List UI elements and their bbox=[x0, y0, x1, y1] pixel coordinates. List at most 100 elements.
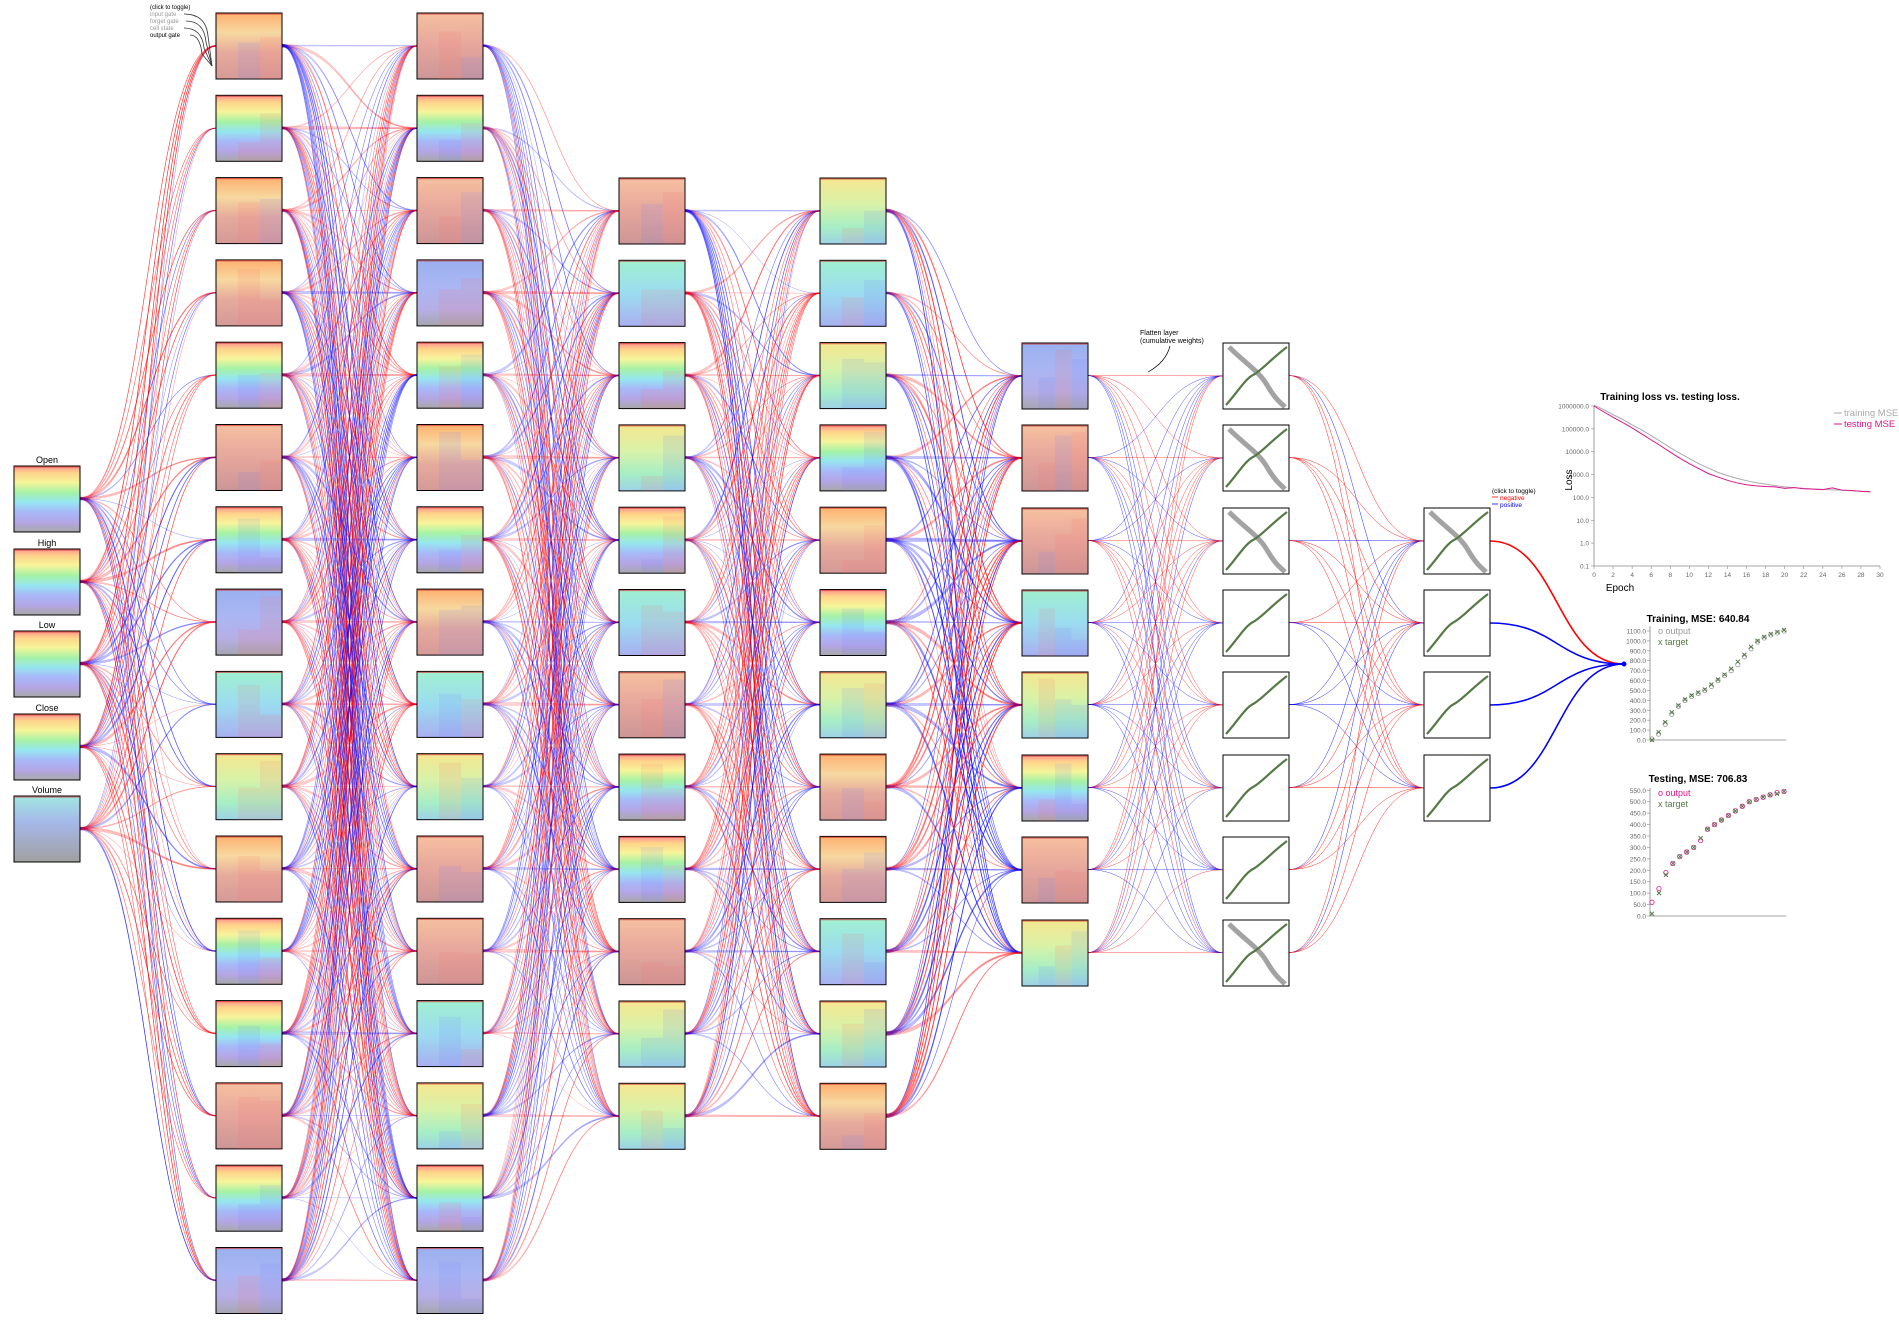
node-heatmap bbox=[215, 259, 283, 327]
weight-edge bbox=[482, 1116, 620, 1200]
weight-edge bbox=[482, 210, 620, 788]
weight-edge bbox=[482, 44, 620, 376]
weight-edge bbox=[684, 293, 821, 1035]
weight-edge bbox=[281, 950, 418, 1199]
weight-edge bbox=[684, 540, 821, 871]
weight-edge bbox=[684, 785, 821, 1117]
gate-column bbox=[439, 762, 461, 820]
weight-edge bbox=[79, 828, 217, 870]
weight-edge bbox=[482, 704, 620, 1199]
weight-edge bbox=[482, 456, 620, 1117]
weight-legend-negative[interactable]: negative bbox=[1500, 495, 1525, 502]
weight-edge bbox=[885, 703, 1023, 1032]
gate-column bbox=[260, 113, 282, 162]
weight-edge bbox=[79, 46, 217, 584]
weight-edge bbox=[885, 457, 1023, 787]
weight-edge bbox=[281, 292, 418, 1280]
weight-edge bbox=[684, 375, 821, 1117]
node-heatmap bbox=[13, 465, 81, 533]
weight-edge bbox=[281, 45, 418, 1117]
weight-edge bbox=[684, 210, 821, 293]
weight-edge bbox=[885, 455, 1023, 953]
weight-edge bbox=[79, 580, 217, 1281]
weight-edge bbox=[684, 456, 821, 1115]
weight-edge bbox=[281, 291, 418, 621]
weight-legend-positive[interactable]: positive bbox=[1500, 502, 1522, 509]
lstm-node bbox=[819, 918, 887, 986]
weight-edge bbox=[885, 375, 1023, 706]
weight-edge bbox=[684, 291, 821, 787]
weight-edge bbox=[281, 45, 418, 705]
gate-column bbox=[663, 1009, 685, 1067]
gate-legend-forget-gate[interactable]: forget gate bbox=[150, 19, 179, 25]
gate-legend-input-gate[interactable]: input gate bbox=[150, 12, 177, 18]
gate-legend-toggle-hint[interactable]: (click to toggle) bbox=[150, 5, 190, 11]
weight-edge bbox=[684, 621, 821, 870]
weight-edge bbox=[281, 127, 418, 1198]
weight-edge bbox=[885, 375, 1023, 541]
target-point bbox=[1753, 797, 1759, 802]
weight-edge bbox=[684, 293, 821, 706]
weight-edge bbox=[281, 703, 418, 1034]
weight-edge bbox=[482, 374, 620, 704]
weight-edge bbox=[885, 787, 1023, 870]
weight-edge bbox=[684, 539, 821, 952]
lstm-gate-legend[interactable]: (click to toggle) input gate forget gate… bbox=[150, 5, 213, 67]
lstm-node bbox=[618, 918, 686, 986]
weight-edge bbox=[684, 951, 821, 1117]
weight-edge bbox=[885, 375, 1023, 1117]
weight-edge bbox=[482, 373, 620, 705]
weight-edge bbox=[684, 786, 821, 1034]
weight-edge bbox=[281, 210, 418, 1035]
weight-edge bbox=[281, 44, 418, 952]
weight-edge bbox=[281, 785, 418, 1279]
weight-edge bbox=[684, 210, 821, 294]
weight-edge bbox=[885, 705, 1023, 954]
weight-edge bbox=[482, 621, 620, 1280]
weight-edge bbox=[281, 46, 418, 129]
weight-edge bbox=[482, 704, 620, 786]
weight-edge bbox=[281, 702, 418, 869]
weight-edge bbox=[482, 538, 620, 1117]
weight-edge bbox=[684, 869, 821, 952]
weight-edge bbox=[281, 210, 418, 1035]
gate-column bbox=[238, 856, 260, 902]
weight-edge bbox=[79, 45, 217, 664]
weight-legend-toggle-hint[interactable]: (click to toggle) bbox=[1492, 488, 1536, 495]
weight-edge bbox=[482, 786, 620, 1035]
weight-edge bbox=[885, 375, 1023, 457]
weight-edge bbox=[79, 456, 217, 663]
weight-edge bbox=[885, 787, 1023, 952]
weight-edge bbox=[885, 293, 1023, 706]
output-point bbox=[1746, 799, 1752, 805]
weight-edge bbox=[482, 457, 620, 623]
weight-edge bbox=[885, 869, 1023, 1116]
weight-edge bbox=[482, 457, 620, 706]
weight-edge bbox=[281, 456, 418, 870]
node-heatmap bbox=[215, 1164, 283, 1232]
weight-edge bbox=[482, 210, 620, 376]
scatter-y-tick-label: 400.0 bbox=[1630, 698, 1647, 705]
weight-edge bbox=[281, 539, 418, 787]
output-point bbox=[1675, 703, 1682, 709]
weight-sign-legend[interactable]: (click to toggle) negative positive bbox=[1492, 488, 1536, 509]
weight-edge bbox=[482, 704, 620, 787]
weight-edge bbox=[79, 539, 217, 747]
gate-legend-cell-state[interactable]: cell state bbox=[150, 26, 174, 32]
weight-edge bbox=[482, 374, 620, 787]
weight-edge bbox=[79, 539, 217, 584]
weight-edge bbox=[281, 374, 418, 952]
target-trace bbox=[1225, 840, 1288, 900]
weight-edge bbox=[885, 702, 1023, 788]
weight-edge bbox=[79, 498, 217, 787]
weight-edge bbox=[281, 45, 418, 1116]
gate-column bbox=[439, 139, 461, 162]
weight-edge bbox=[281, 456, 418, 1198]
weight-edge bbox=[281, 458, 418, 952]
scatter-y-tick-label: 200.0 bbox=[1630, 868, 1647, 875]
gate-legend-output-gate[interactable]: output gate bbox=[150, 33, 181, 39]
weight-edge bbox=[281, 44, 418, 46]
weight-edge bbox=[79, 499, 217, 1199]
weight-edge bbox=[684, 786, 821, 952]
weight-edge bbox=[281, 292, 418, 870]
